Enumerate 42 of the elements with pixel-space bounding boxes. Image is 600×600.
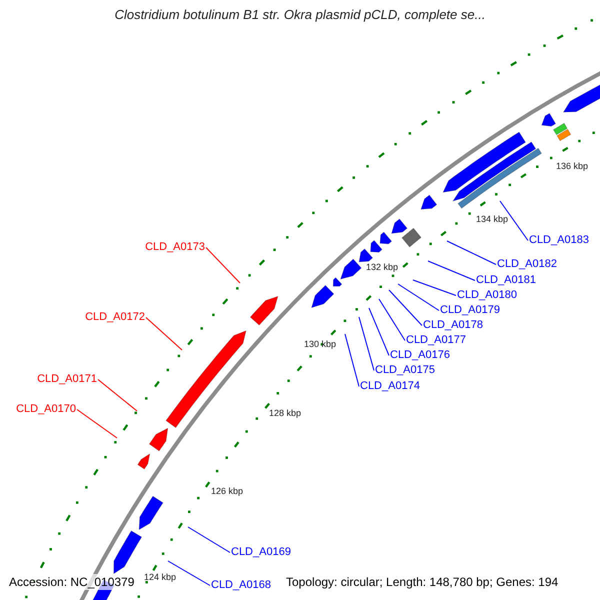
- scale-label: 132 kbp: [366, 262, 398, 273]
- leader-line: [344, 334, 360, 387]
- leader-line: [168, 560, 210, 586]
- leader-line: [368, 308, 390, 356]
- leader-line: [98, 379, 138, 412]
- scale-label: 124 kbp: [144, 572, 176, 583]
- gene-label: CLD_A0177: [406, 334, 466, 347]
- leader-line: [388, 290, 422, 326]
- leader-line: [358, 316, 374, 371]
- gene-label: CLD_A0169: [231, 546, 291, 559]
- gene-label: CLD_A0183: [529, 234, 589, 247]
- gene-label: CLD_A0174: [360, 380, 420, 393]
- title: Clostridium botulinum B1 str. Okra plasmid pCLD, complete se...: [114, 7, 486, 23]
- leader-line: [76, 409, 118, 438]
- info-text: Topology: circular; Length: 148,780 bp; Genes: 194: [285, 574, 560, 590]
- leader-line: [446, 240, 496, 265]
- gene-label: CLD_A0171: [37, 373, 97, 386]
- gene-label: CLD_A0172: [85, 311, 145, 324]
- info-text: Accession: NC_010379: [8, 574, 136, 590]
- gene-label: CLD_A0173: [145, 241, 205, 254]
- leader-line: [398, 284, 440, 311]
- gene-label: CLD_A0170: [16, 403, 76, 416]
- gene-label: CLD_A0168: [211, 579, 271, 592]
- gene-label: CLD_A0179: [440, 304, 500, 317]
- scale-label: 136 kbp: [556, 161, 588, 172]
- leader-line: [428, 260, 476, 281]
- scale-label: 126 kbp: [211, 486, 244, 497]
- gene-label: CLD_A0180: [457, 289, 517, 302]
- gene-label: CLD_A0181: [476, 274, 536, 287]
- gene-label: CLD_A0178: [423, 319, 483, 332]
- leader-line: [378, 298, 406, 341]
- gene-label: CLD_A0175: [375, 364, 435, 377]
- leader-line: [146, 317, 182, 350]
- leader-line: [188, 526, 230, 553]
- leader-line: [206, 247, 240, 284]
- gene-label: CLD_A0176: [390, 349, 450, 362]
- leader-line: [500, 200, 528, 241]
- gene-label: CLD_A0182: [497, 258, 557, 271]
- scale-label: 128 kbp: [269, 408, 302, 419]
- scale-label: 130 kbp: [304, 339, 336, 350]
- leader-line: [412, 280, 456, 296]
- scale-label: 134 kbp: [476, 214, 508, 225]
